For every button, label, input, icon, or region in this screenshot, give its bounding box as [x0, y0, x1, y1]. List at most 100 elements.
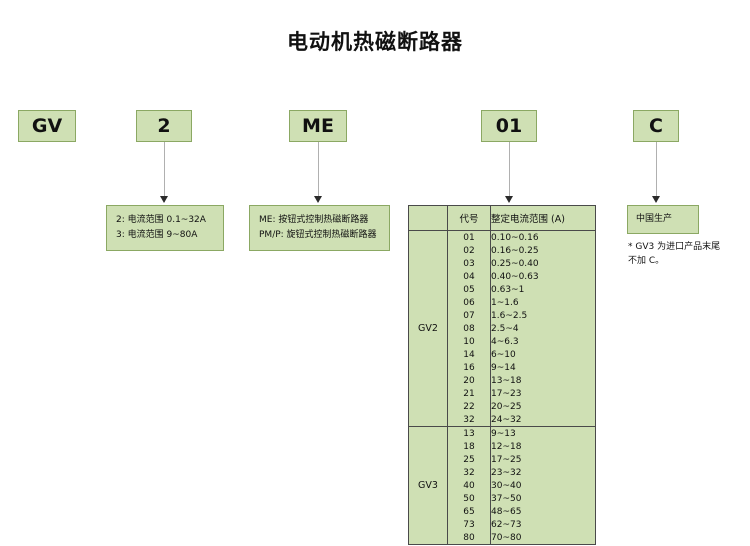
table-cell-range: 0.16~0.25: [490, 244, 596, 257]
table-cell-code: 13: [447, 426, 491, 440]
page-title: 电动机热磁断路器: [287, 30, 463, 54]
code-box-origin-label: C: [649, 115, 663, 137]
control-desc-line-2: PM/P: 旋钮式控制热磁断路器: [259, 230, 377, 240]
table-cell-range: 17~25: [490, 453, 596, 466]
table-header-group: [408, 205, 448, 231]
table-cell-range: 23~32: [490, 466, 596, 479]
table-cell-code: 06: [447, 296, 491, 309]
table-cell-code: 32: [447, 466, 491, 479]
table-cell-code: 20: [447, 374, 491, 387]
table-cell-range: 1.6~2.5: [490, 309, 596, 322]
connector-line-origin: [656, 142, 657, 202]
connector-line-frame: [164, 142, 165, 202]
description-box-frame: 2: 电流范围 0.1~32A 3: 电流范围 9~80A: [106, 205, 224, 251]
code-box-origin: C: [633, 110, 679, 142]
code-box-series: GV: [18, 110, 76, 142]
table-cell-code: 25: [447, 453, 491, 466]
table-cell-range: 9~14: [490, 361, 596, 374]
code-box-frame: 2: [136, 110, 192, 142]
code-box-series-label: GV: [31, 115, 63, 137]
table-cell-code: 22: [447, 400, 491, 413]
table-cell-group-gv3: GV3: [408, 426, 448, 545]
table-cell-range: 12~18: [490, 440, 596, 453]
origin-desc-label: 中国生产: [636, 214, 673, 224]
control-desc-line-1: ME: 按钮式控制热磁断路器: [259, 215, 369, 225]
code-box-control-type-label: ME: [302, 115, 334, 137]
table-cell-code: 08: [447, 322, 491, 335]
table-cell-code: 04: [447, 270, 491, 283]
arrow-head-current-rating-icon: [505, 196, 513, 203]
table-cell-code: 05: [447, 283, 491, 296]
table-cell-range: 37~50: [490, 492, 596, 505]
table-cell-range: 0.40~0.63: [490, 270, 596, 283]
arrow-head-control-type-icon: [314, 196, 322, 203]
table-cell-code: 73: [447, 518, 491, 531]
table-cell-range: 4~6.3: [490, 335, 596, 348]
table-cell-range: 48~65: [490, 505, 596, 518]
table-cell-code: 02: [447, 244, 491, 257]
table-header-row: 代号 整定电流范围 (A): [408, 205, 596, 231]
table-cell-range: 24~32: [490, 413, 596, 427]
frame-desc-line-1: 2: 电流范围 0.1~32A: [116, 215, 206, 225]
table-header-range: 整定电流范围 (A): [490, 205, 596, 231]
code-box-frame-label: 2: [157, 115, 171, 137]
frame-desc-line-2: 3: 电流范围 9~80A: [116, 230, 198, 240]
table-cell-code: 14: [447, 348, 491, 361]
table-cell-code: 80: [447, 531, 491, 545]
table-cell-code: 07: [447, 309, 491, 322]
arrow-head-frame-icon: [160, 196, 168, 203]
table-cell-range: 13~18: [490, 374, 596, 387]
table-cell-range: 9~13: [490, 426, 596, 440]
table-cell-range: 70~80: [490, 531, 596, 545]
table-cell-range: 20~25: [490, 400, 596, 413]
table-cell-range: 6~10: [490, 348, 596, 361]
connector-line-current-rating: [509, 142, 510, 202]
table-cell-range: 30~40: [490, 479, 596, 492]
table-cell-code: 16: [447, 361, 491, 374]
origin-footnote-line-2: 不加 C。: [628, 256, 665, 266]
table-cell-code: 18: [447, 440, 491, 453]
origin-footnote: * GV3 为进口产品末尾 不加 C。: [628, 240, 736, 268]
table-cell-code: 40: [447, 479, 491, 492]
table-cell-group-gv2: GV2: [408, 230, 448, 427]
code-box-current-rating-label: 01: [495, 115, 523, 137]
code-box-control-type: ME: [289, 110, 347, 142]
arrow-head-origin-icon: [652, 196, 660, 203]
table-cell-range: 17~23: [490, 387, 596, 400]
table-cell-range: 62~73: [490, 518, 596, 531]
table-cell-code: 01: [447, 230, 491, 244]
table-cell-range: 0.63~1: [490, 283, 596, 296]
description-box-control-type: ME: 按钮式控制热磁断路器 PM/P: 旋钮式控制热磁断路器: [249, 205, 390, 251]
description-box-origin: 中国生产: [627, 205, 699, 234]
table-cell-code: 65: [447, 505, 491, 518]
origin-footnote-line-1: * GV3 为进口产品末尾: [628, 242, 721, 252]
table-cell-code: 32: [447, 413, 491, 427]
table-cell-code: 50: [447, 492, 491, 505]
table-cell-code: 21: [447, 387, 491, 400]
connector-line-control-type: [318, 142, 319, 202]
table-cell-range: 1~1.6: [490, 296, 596, 309]
table-cell-range: 0.10~0.16: [490, 230, 596, 244]
